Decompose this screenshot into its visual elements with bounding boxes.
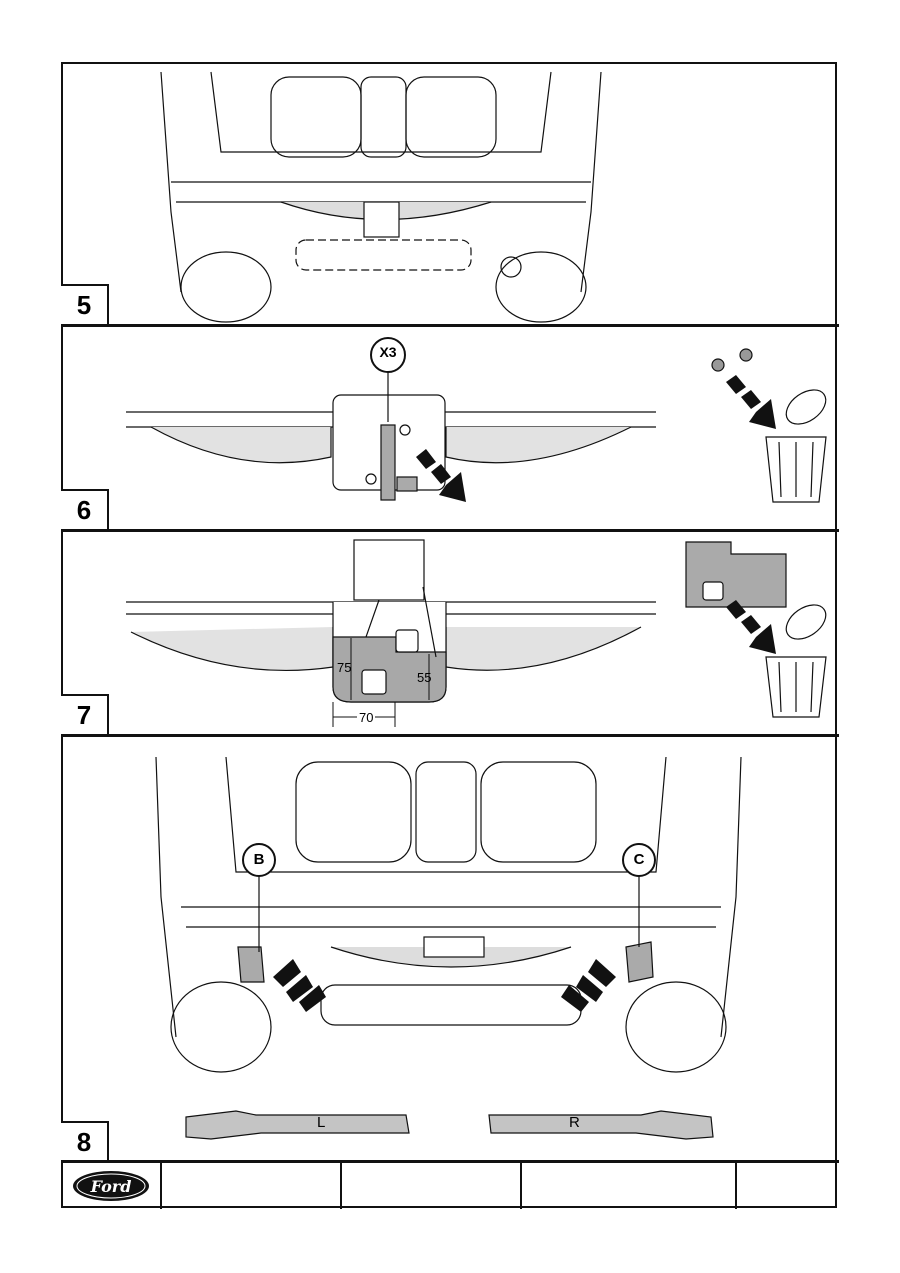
svg-text:Ford: Ford [89, 1177, 131, 1196]
step-number: 6 [61, 489, 109, 529]
ford-logo: Ford [61, 1163, 162, 1209]
cutting-illustration [126, 539, 827, 727]
bracket-left [185, 1110, 410, 1140]
step-number: 7 [61, 694, 109, 734]
quantity-callout: X3 [379, 344, 397, 360]
step-6-panel: X3 6 [61, 327, 839, 532]
step-7-panel: 75 55 70 7 [61, 532, 839, 737]
step-number: 8 [61, 1121, 109, 1161]
title-block-cell [162, 1163, 342, 1209]
screws-icon [711, 348, 753, 372]
trash-bin-icon [765, 604, 827, 718]
instruction-sheet-frame [61, 62, 837, 1208]
bracket-label-l: L [317, 1114, 326, 1131]
title-block-cell [522, 1163, 737, 1209]
dimension-70: 70 [357, 710, 376, 725]
dimension-55: 55 [417, 670, 432, 685]
title-block-cell [737, 1163, 839, 1209]
title-block: Ford [61, 1160, 839, 1209]
bracket-label-r: R [569, 1114, 580, 1131]
step-8-panel: B C L R 8 [61, 737, 839, 1161]
trash-bin-icon [765, 389, 827, 503]
callout-c: C [633, 851, 645, 868]
vehicle-rear-illustration [160, 71, 602, 323]
vehicle-rear-illustration [155, 756, 742, 1140]
step-5-panel: 5 [61, 62, 839, 327]
bumper-illustration [126, 337, 827, 503]
dimension-75: 75 [337, 660, 352, 675]
callout-b: B [253, 851, 265, 868]
remove-arrow-icon [416, 449, 466, 502]
title-block-cell [342, 1163, 522, 1209]
bracket-right [488, 1110, 714, 1140]
ford-logo-icon: Ford [72, 1171, 149, 1201]
step-number: 5 [61, 284, 109, 324]
